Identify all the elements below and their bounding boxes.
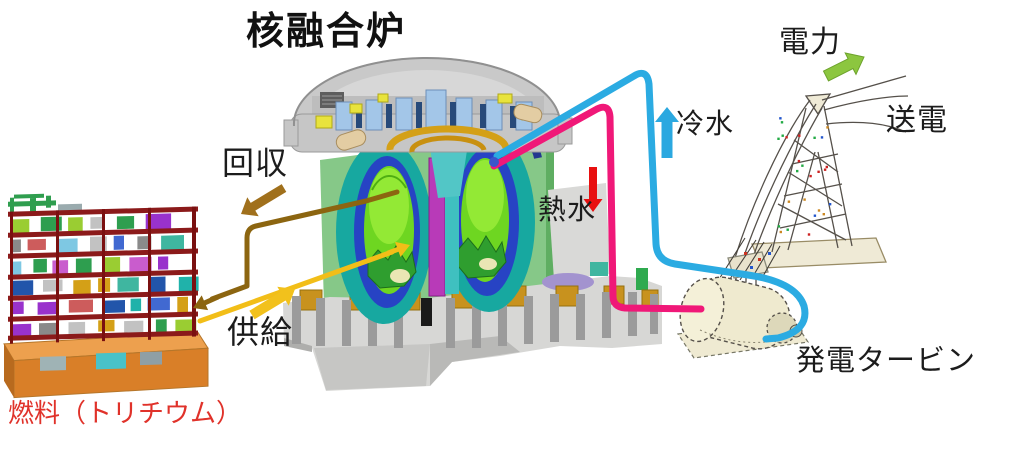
central-solenoid xyxy=(428,144,468,297)
pipe-port xyxy=(489,157,499,167)
supply-line xyxy=(197,249,395,324)
turbine-label: 発電タービン xyxy=(796,345,977,377)
fuel-tritium-label: 燃料（トリチウム） xyxy=(8,398,243,428)
recovery-arrow-icon xyxy=(241,184,287,217)
recovery-label: 回収 xyxy=(222,145,289,181)
transmission-label: 送電 xyxy=(886,104,948,137)
electric-power-label: 電力 xyxy=(779,26,841,59)
reactor-dome xyxy=(283,57,573,153)
hot-water-label: 熱水 xyxy=(538,194,597,225)
hot-water-pipe xyxy=(490,103,705,313)
tower-dots xyxy=(777,117,832,236)
cold-water-arrow-icon xyxy=(655,107,679,158)
hot-water-arrow-icon xyxy=(583,167,603,212)
fuel-plant-illustration xyxy=(3,193,209,399)
left-plasma-chamber xyxy=(336,140,432,324)
recovery-line xyxy=(209,189,400,302)
cold-water-label: 冷水 xyxy=(676,108,735,139)
cold-water-pipe xyxy=(493,69,809,343)
electric-power-arrow-icon xyxy=(822,52,865,82)
supply-line-arrowhead xyxy=(387,241,410,257)
supply-arrow-icon xyxy=(249,286,295,320)
recovery-line-arrowhead xyxy=(193,294,219,311)
supply-label: 供給 xyxy=(227,314,294,350)
page-title: 核融合炉 xyxy=(246,11,407,53)
transmission-tower-illustration xyxy=(727,75,909,292)
